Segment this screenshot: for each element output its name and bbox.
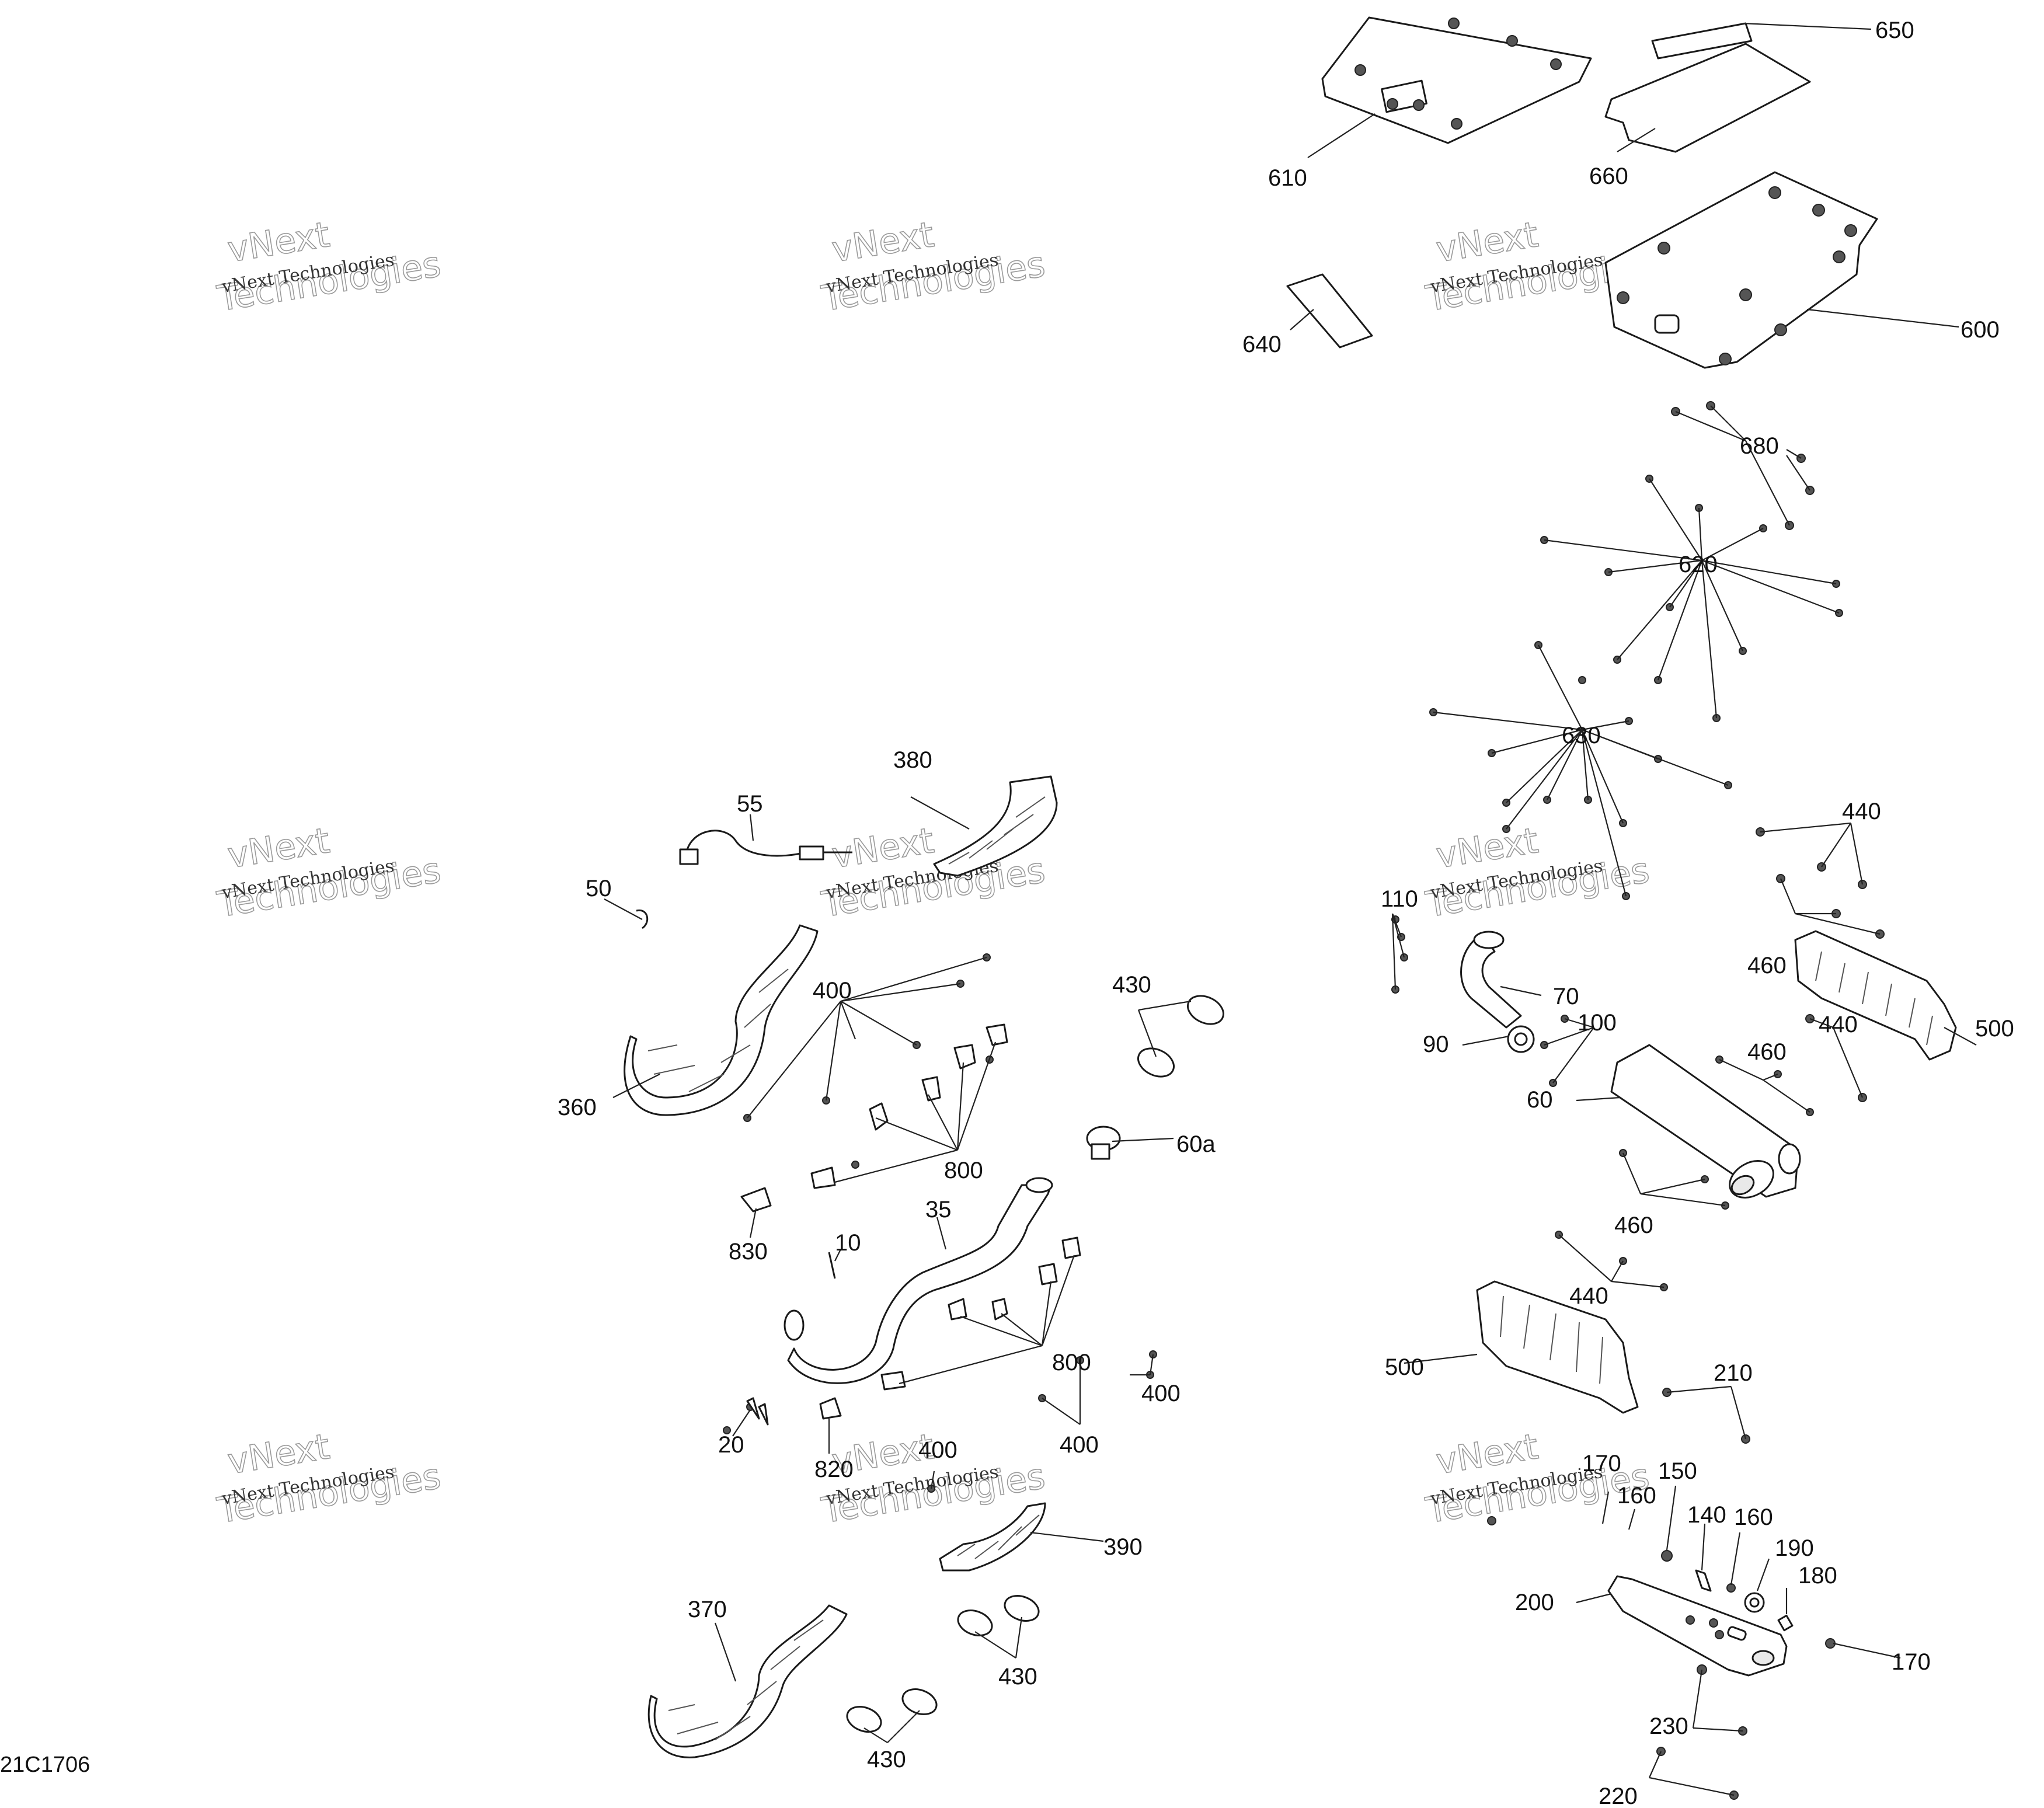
callout-55: 55 <box>737 791 763 817</box>
callout-400: 400 <box>813 978 852 1004</box>
callout-390: 390 <box>1103 1534 1143 1560</box>
callout-10: 10 <box>835 1230 861 1256</box>
callout-90: 90 <box>1423 1032 1449 1057</box>
callout-210: 210 <box>1714 1360 1753 1386</box>
callout-660: 660 <box>1589 163 1628 189</box>
heat-shield-500 <box>1794 930 1957 1061</box>
callout-230: 230 <box>1649 1713 1688 1739</box>
watermark: Technologies vNext vNext Technologies <box>1422 214 1652 320</box>
bracket-640 <box>1286 273 1373 349</box>
heat-shield-500 <box>1476 1280 1639 1414</box>
callout-600: 600 <box>1961 317 2000 343</box>
leader-lines <box>604 22 1977 1796</box>
callout-220: 220 <box>1599 1783 1638 1808</box>
callout-820: 820 <box>814 1457 854 1482</box>
callout-400: 400 <box>918 1437 957 1463</box>
callout-800: 800 <box>1052 1350 1091 1375</box>
callout-610: 610 <box>1268 165 1307 191</box>
callout-640: 640 <box>1242 332 1282 357</box>
gasket-90 <box>1507 1025 1535 1053</box>
callout-170: 170 <box>1892 1649 1931 1675</box>
watermark: Technologies vNext vNext Technologies <box>1422 820 1652 926</box>
callout-440: 440 <box>1842 799 1881 824</box>
clamp-60a <box>1086 1126 1121 1160</box>
callout-620: 620 <box>1679 552 1718 577</box>
callout-400: 400 <box>1060 1432 1099 1458</box>
callout-150: 150 <box>1658 1458 1697 1484</box>
strip-650 <box>1651 22 1753 60</box>
callout-50: 50 <box>586 876 612 901</box>
callout-20: 20 <box>718 1432 744 1458</box>
callout-650: 650 <box>1875 18 1914 43</box>
clamp-430 <box>1137 995 1224 1078</box>
callout-430: 430 <box>1112 972 1151 998</box>
callout-500: 500 <box>1975 1016 2014 1041</box>
bolt-140 <box>1695 1569 1712 1592</box>
callout-110: 110 <box>1381 886 1418 912</box>
callout-190: 190 <box>1775 1535 1814 1561</box>
callout-440: 440 <box>1819 1012 1858 1037</box>
heat-shield-380 <box>933 775 1058 877</box>
spacer-180 <box>1777 1614 1794 1632</box>
pipe-70 <box>1460 931 1522 1029</box>
callout-370: 370 <box>688 1597 727 1622</box>
oxygen-sensor-55 <box>679 830 852 865</box>
muffler-60 <box>1610 1044 1801 1199</box>
heat-shield-370 <box>647 1604 848 1758</box>
watermark: Technologies vNext vNext Technologies <box>214 820 444 926</box>
callout-460: 460 <box>1747 1039 1787 1065</box>
watermark: Technologies vNext vNext Technologies <box>818 214 1048 320</box>
callout-200: 200 <box>1515 1590 1554 1615</box>
callout-labels: 650 610 660 640 600 680 620 630 440 380 … <box>558 18 2014 1808</box>
callout-460: 460 <box>1747 953 1787 978</box>
watermark: Technologies vNext vNext Technologies <box>214 214 444 320</box>
callout-360: 360 <box>558 1095 597 1120</box>
heat-shield-390 <box>939 1502 1046 1572</box>
callout-100: 100 <box>1578 1010 1617 1036</box>
callout-430: 430 <box>998 1664 1037 1689</box>
pin-10 <box>828 1252 836 1279</box>
callout-60: 60 <box>1527 1087 1553 1113</box>
grommet-190 <box>1744 1592 1765 1613</box>
bracket-200 <box>1607 1575 1788 1677</box>
brackets-800 <box>810 1023 1081 1391</box>
callout-160: 160 <box>1734 1504 1773 1530</box>
callout-180: 180 <box>1798 1563 1837 1588</box>
callout-35: 35 <box>925 1197 952 1222</box>
watermark: Technologies vNext vNext Technologies <box>214 1426 444 1532</box>
callout-500: 500 <box>1385 1354 1424 1380</box>
callout-830: 830 <box>729 1239 768 1264</box>
plate-600 <box>1604 171 1878 369</box>
callout-800: 800 <box>944 1158 983 1183</box>
callout-680: 680 <box>1740 433 1779 459</box>
screws-20 <box>746 1397 769 1426</box>
callout-70: 70 <box>1553 984 1579 1009</box>
bracket-820 <box>819 1397 842 1420</box>
callout-140: 140 <box>1687 1502 1726 1528</box>
callout-380: 380 <box>893 747 932 773</box>
callout-160: 160 <box>1617 1483 1656 1509</box>
callout-400: 400 <box>1141 1381 1181 1406</box>
callout-440: 440 <box>1569 1283 1608 1309</box>
pad-660 <box>1604 43 1811 153</box>
heat-shield-360 <box>624 924 819 1116</box>
callout-60a: 60a <box>1176 1131 1216 1157</box>
callout-460: 460 <box>1614 1213 1653 1238</box>
exhaust-pipe-35 <box>784 1177 1053 1384</box>
bracket-830 <box>740 1187 772 1213</box>
plate-610 <box>1321 16 1592 144</box>
callout-630: 630 <box>1562 723 1601 748</box>
clamp-430 <box>846 1595 1040 1733</box>
callout-430: 430 <box>867 1747 906 1772</box>
callout-170: 170 <box>1582 1451 1621 1476</box>
reference-code: 21C1706 <box>0 1753 90 1777</box>
